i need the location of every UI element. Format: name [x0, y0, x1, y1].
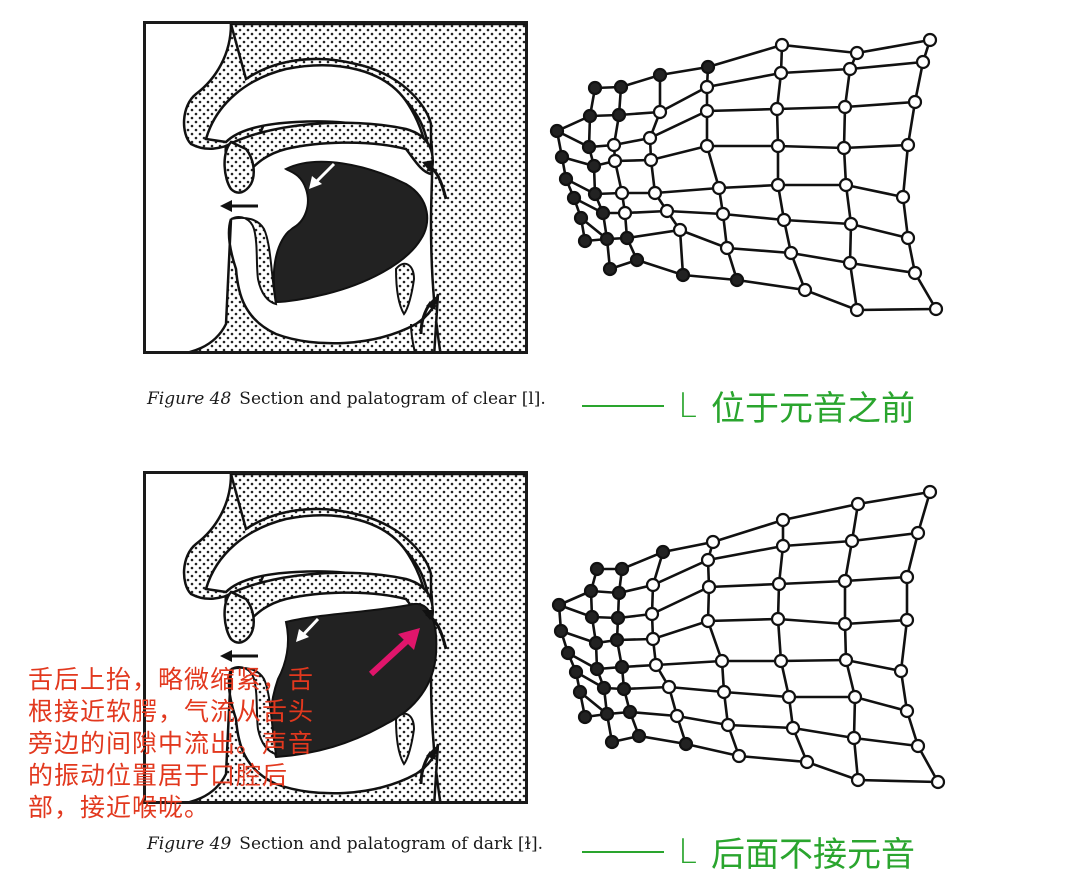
dark-l-explanation-note: 舌后上抬，略微缩紧，舌 根接近软腭，气流从舌头 旁边的间隙中流出。声音 的振动位… — [28, 664, 358, 824]
annotation-dash — [582, 850, 664, 853]
vocal-tract-illustration — [182, 474, 525, 801]
palatogram-clear-l — [549, 32, 944, 318]
annotation-text: 后面不接元音 — [710, 835, 915, 875]
annotation-letter: L — [678, 385, 697, 426]
annotation-clear-l: L 位于元音之前 — [582, 381, 915, 430]
palatogram-dark-l — [551, 484, 946, 790]
annotation-dash — [582, 404, 664, 407]
annotation-dark-l: L 后面不接元音 — [582, 827, 915, 876]
annotation-text: 位于元音之前 — [710, 389, 915, 429]
figure-48-caption: Figure 48 Section and palatogram of clear… — [147, 389, 546, 409]
figure-number: Figure 48 — [147, 389, 232, 409]
figure-number: Figure 49 — [147, 834, 232, 854]
annotation-letter: L — [678, 831, 697, 872]
note-line: 根接近软腭，气流从舌头 — [28, 697, 315, 726]
note-line: 部，接近喉咙。 — [28, 793, 211, 822]
note-line: 的振动位置居于口腔后 — [28, 761, 289, 790]
caption-text: Section and palatogram of dark [ɫ]. — [239, 834, 543, 854]
figure-49-caption: Figure 49 Section and palatogram of dark … — [147, 834, 543, 854]
section-diagram-dark-l — [143, 471, 528, 804]
vocal-tract-illustration — [182, 24, 525, 351]
note-line: 旁边的间隙中流出。声音 — [28, 729, 315, 758]
note-line: 舌后上抬，略微缩紧，舌 — [28, 665, 315, 694]
caption-text: Section and palatogram of clear [l]. — [239, 389, 546, 409]
section-diagram-clear-l — [143, 21, 528, 354]
